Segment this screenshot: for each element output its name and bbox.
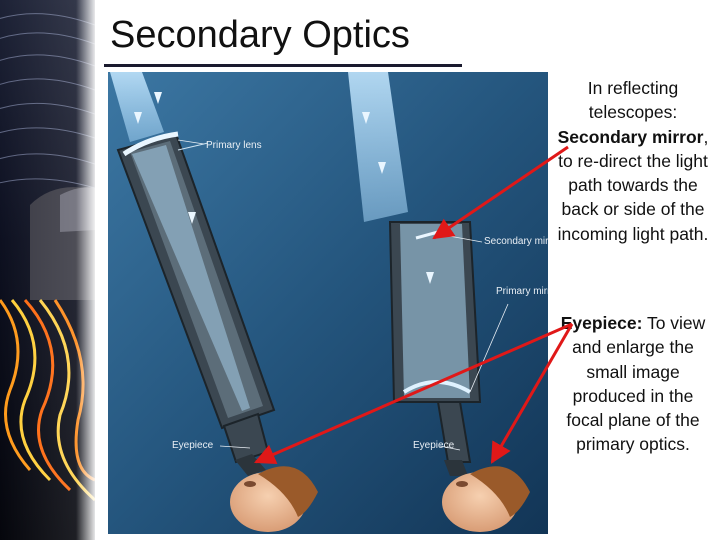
reflecting-intro: In reflecting telescopes: [587, 78, 679, 123]
label-primary-mirror: Primary mirror [496, 286, 548, 297]
secondary-mirror-description: , to re-direct the light path towards th… [557, 126, 709, 244]
label-secondary-mirror: Secondary mirror [484, 236, 548, 247]
page-title: Secondary Optics [110, 14, 410, 56]
telescope-diagram: Primary lens Secondary mirror Primary mi… [108, 72, 548, 534]
label-eyepiece-right: Eyepiece [413, 440, 455, 451]
observer-left [230, 466, 318, 532]
star-trails-photo [0, 0, 95, 540]
secondary-mirror-term: Secondary mirror [557, 126, 704, 147]
label-primary-lens: Primary lens [206, 140, 262, 151]
label-eyepiece-left: Eyepiece [172, 440, 214, 451]
eyepiece-description: To view and enlarge the small image prod… [566, 313, 706, 455]
eyepiece-term: Eyepiece: [560, 313, 643, 333]
title-underline [104, 64, 462, 67]
reflecting-note: In reflecting telescopes: Secondary mirr… [553, 76, 713, 246]
observer-right [442, 466, 530, 532]
eyepiece-note: Eyepiece: To view and enlarge the small … [559, 311, 707, 457]
